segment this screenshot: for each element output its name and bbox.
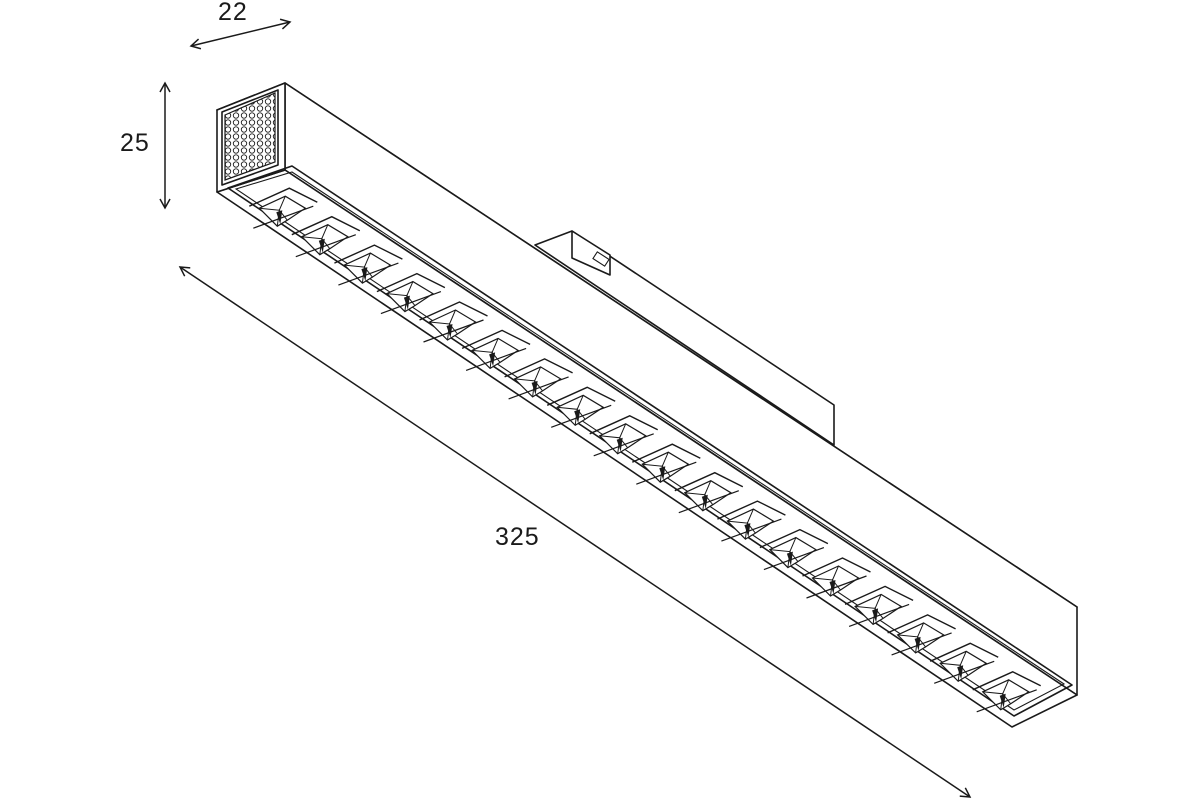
lens-cell xyxy=(334,244,403,286)
lens-cell xyxy=(717,500,786,542)
lens-cell xyxy=(504,358,573,400)
lens-cell xyxy=(589,415,659,457)
track-adapter xyxy=(534,230,835,446)
lens-cell xyxy=(376,272,446,315)
lens-cell xyxy=(419,301,488,343)
fixture-housing xyxy=(216,82,1078,728)
lens-cell xyxy=(887,614,956,656)
dimension-width: 22 xyxy=(189,0,292,50)
lens-row xyxy=(249,187,1042,713)
dimension-width-label: 22 xyxy=(218,0,248,26)
dimension-height-label: 25 xyxy=(120,129,150,157)
lens-cell xyxy=(802,557,871,599)
lens-cell xyxy=(759,528,829,571)
lens-cell xyxy=(291,215,361,258)
dimension-length: 325 xyxy=(178,266,972,798)
lens-cell xyxy=(461,329,531,371)
dimension-length-label: 325 xyxy=(495,523,540,551)
dimension-height: 25 xyxy=(120,81,171,210)
honeycomb-grille xyxy=(224,92,276,181)
lens-cell xyxy=(844,585,914,627)
lens-cell xyxy=(929,642,999,684)
lens-cell xyxy=(249,187,318,229)
lens-cell xyxy=(674,471,744,514)
lens-cell xyxy=(546,386,616,428)
lens-cell xyxy=(972,671,1042,713)
lens-cell xyxy=(632,443,701,485)
